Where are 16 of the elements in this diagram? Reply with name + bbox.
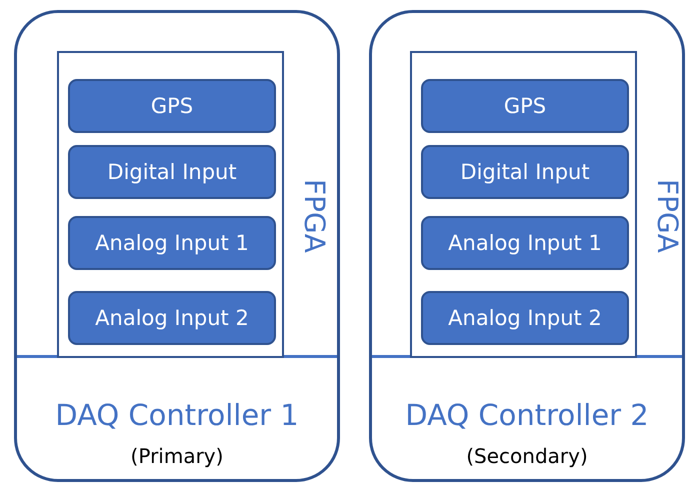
controller-panel bbox=[14, 10, 340, 482]
module-box: Digital Input bbox=[421, 145, 629, 199]
module-box: Analog Input 1 bbox=[421, 216, 629, 270]
module-box: Digital Input bbox=[68, 145, 276, 199]
fpga-label: FPGA bbox=[300, 179, 328, 253]
module-box: GPS bbox=[68, 79, 276, 133]
controller-role: (Primary) bbox=[130, 445, 224, 468]
module-box: GPS bbox=[421, 79, 629, 133]
controller-role: (Secondary) bbox=[466, 445, 588, 468]
module-box: Analog Input 2 bbox=[421, 291, 629, 345]
module-box: Analog Input 1 bbox=[68, 216, 276, 270]
module-box: Analog Input 2 bbox=[68, 291, 276, 345]
controller-title: DAQ Controller 2 bbox=[405, 399, 649, 432]
fpga-label: FPGA bbox=[653, 179, 681, 253]
controller-title: DAQ Controller 1 bbox=[55, 399, 299, 432]
controller-panel bbox=[369, 10, 685, 482]
